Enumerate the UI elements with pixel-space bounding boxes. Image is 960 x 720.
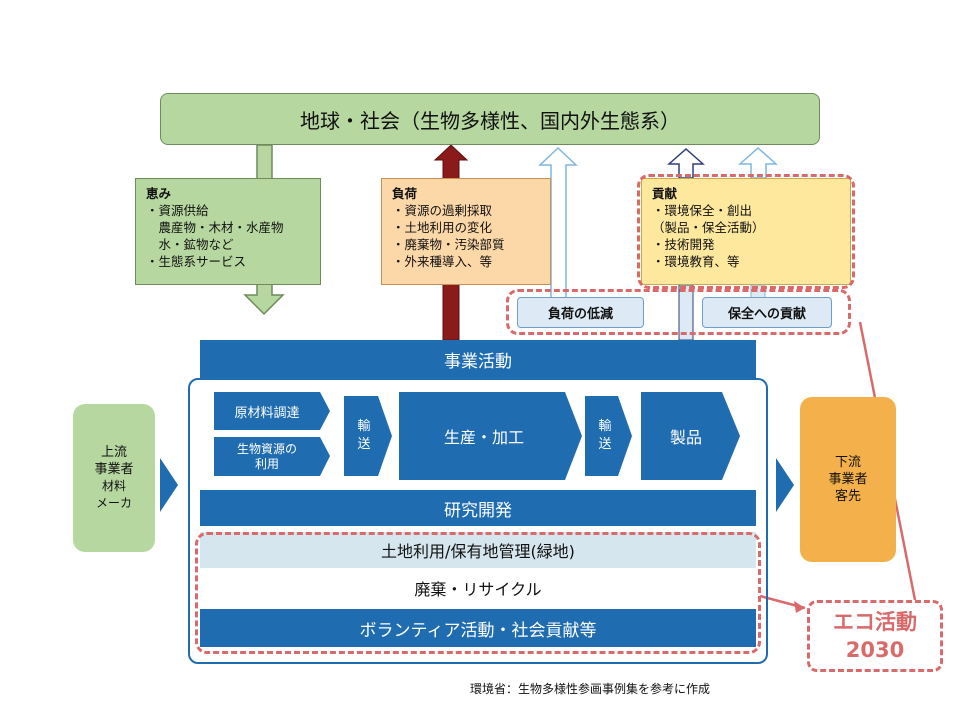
transport-b-text-1: 輸 [598,419,612,434]
volunteer-bar: ボランティア活動・社会貢献等 [200,609,756,647]
transport-a-label: 輸 送 [344,396,384,476]
downstream-arrow [776,458,794,512]
reduce-burden-text: 負荷の低減 [547,307,613,322]
eco-2030-badge: エコ活動 2030 [807,600,943,672]
conservation-contribution-text: 保全への貢献 [727,307,806,322]
reduce-burden-label: 負荷の低減 [517,297,644,328]
upstream-line-4: メーカ [95,496,132,510]
production-shape [399,392,582,480]
product-text: 製品 [669,428,702,447]
bio-resource-shape [214,437,330,476]
downstream-line-2: 事業者 [828,472,868,487]
business-activity-bar: 事業活動 [200,340,756,378]
eco-badge-line-2: 2030 [845,638,905,662]
earth-society-banner: 地球・社会（生物多様性、国内外生態系） [160,93,820,145]
blessings-line: 農産物・木材・水産物 [146,220,284,235]
bio-resource-label: 生物資源の 利用 [214,437,320,476]
contribution-line: （製品・保全活動） [652,220,765,235]
upstream-arrow [160,458,178,512]
transport-a-shape [344,396,392,476]
burden-heading: 負荷 [392,186,418,201]
burden-line: ・資源の過剰採取 [392,203,493,218]
conservation-contribution-label: 保全への貢献 [702,297,832,328]
transport-b-text-2: 送 [598,437,612,452]
transport-a-text-2: 送 [357,437,371,452]
upstream-box: 上流 事業者 材料 メーカ [73,404,155,552]
production-label: 生産・加工 [399,392,569,480]
reduction-dashed-outline [506,289,851,335]
source-caption: 環境省：生物多様性参画事例集を参考に作成 [470,682,711,696]
product-label: 製品 [641,392,731,480]
raw-material-label: 原材料調達 [214,392,320,430]
transport-b-label: 輸 送 [585,396,625,476]
blessings-heading: 恵み [146,186,172,201]
product-shape [641,392,740,480]
transport-b-shape [585,396,632,476]
upstream-line-1: 上流 [100,445,127,460]
land-use-bar: 土地利用/保有地管理(緑地) [200,532,756,568]
land-use-text: 土地利用/保有地管理(緑地) [381,542,575,561]
blessings-line: ・資源供給 [146,203,209,218]
downstream-line-1: 下流 [834,455,861,470]
contribution-line: ・環境教育、等 [652,254,740,269]
blessings-line: ・生態系サービス [146,254,247,269]
contribution-line: ・環境保全・創出 [652,203,753,218]
downstream-line-3: 客先 [834,489,861,504]
raw-material-text: 原材料調達 [234,405,300,421]
contribution-panel: 貢献 ・環境保全・創出 （製品・保全活動） ・技術開発 ・環境教育、等 [641,178,851,285]
bio-resource-text-1: 生物資源の [236,441,297,456]
recycle-text: 廃棄・リサイクル [414,580,542,599]
burden-line: ・外来種導入、等 [392,254,493,269]
blessings-line: 水・鉱物など [146,237,234,252]
burden-panel: 負荷 ・資源の過剰採取 ・土地利用の変化 ・廃棄物・汚染部質 ・外来種導入、等 [381,178,551,285]
contribution-line: ・技術開発 [652,237,715,252]
raw-material-shape [214,392,330,430]
upstream-line-3: 材料 [101,479,126,493]
upstream-line-2: 事業者 [94,462,134,477]
downstream-box: 下流 事業者 客先 [800,397,896,562]
transport-a-text-1: 輸 [357,419,371,434]
eco-scope-dashed-outline [195,532,761,654]
eco-badge-line-1: エコ活動 [833,610,917,634]
earth-society-title: 地球・社会（生物多様性、国内外生態系） [300,108,680,133]
eco-connector-head [794,601,805,613]
rnd-bar: 研究開発 [200,490,756,526]
production-text: 生産・加工 [443,428,524,447]
contribution-dashed-outline [637,174,855,289]
business-activity-title: 事業活動 [444,351,512,372]
rnd-text: 研究開発 [444,500,512,521]
contribution-heading: 貢献 [652,186,678,201]
reduce-arrow-up [538,146,578,301]
blessings-panel: 恵み ・資源供給 農産物・木材・水産物 水・鉱物など ・生態系サービス [135,178,321,285]
business-container [188,378,768,664]
burden-line: ・土地利用の変化 [392,220,493,235]
burden-line: ・廃棄物・汚染部質 [392,237,505,252]
recycle-bar: 廃棄・リサイクル [200,570,756,606]
bio-resource-text-2: 利用 [254,456,279,471]
volunteer-text: ボランティア活動・社会貢献等 [359,620,597,641]
